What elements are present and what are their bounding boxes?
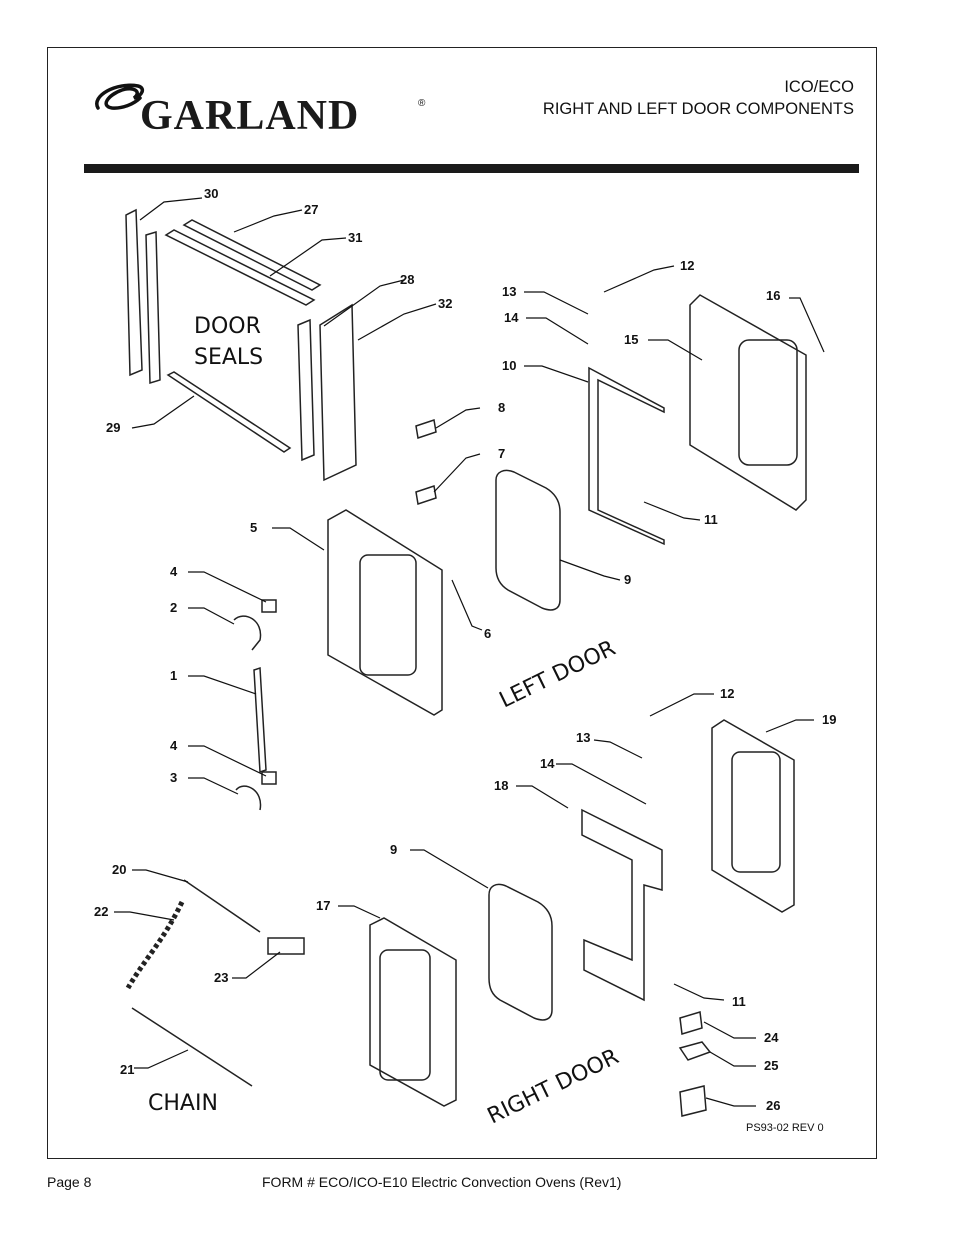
callout-20: 20	[112, 862, 126, 877]
chain-label: CHAIN	[148, 1091, 218, 1116]
callout-14: 14	[540, 756, 555, 771]
part-7	[415, 485, 437, 505]
callout-11: 11	[732, 994, 746, 1009]
part-23	[267, 937, 305, 955]
seal-part-29	[166, 371, 292, 453]
part-19-frame	[711, 719, 795, 913]
callout-13: 13	[576, 730, 590, 745]
revision-code: PS93-02 REV 0	[746, 1122, 824, 1134]
part-15-window	[738, 339, 798, 466]
part-19-window	[731, 751, 781, 873]
callout-4: 4	[170, 564, 178, 579]
seal-part-31	[164, 229, 316, 306]
seal-part-32	[319, 303, 357, 482]
seal-part-28	[297, 318, 315, 462]
seal-part-tube	[145, 231, 161, 384]
callout-30: 30	[204, 186, 218, 201]
callout-10: 10	[502, 358, 516, 373]
exploded-parts-diagram: DOOR SEALS LEFT DOOR RIGHT DOOR CHAIN 30…	[94, 186, 836, 1129]
part-3	[235, 785, 262, 811]
callout-21: 21	[120, 1062, 134, 1077]
page-border	[47, 47, 877, 1159]
callout-32: 32	[438, 296, 452, 311]
callout-8: 8	[498, 400, 505, 415]
callout-19: 19	[822, 712, 836, 727]
callout-12: 12	[720, 686, 734, 701]
callout-23: 23	[214, 970, 228, 985]
callout-5: 5	[250, 520, 257, 535]
header-title-line2: RIGHT AND LEFT DOOR COMPONENTS	[542, 100, 854, 118]
part-9-glass	[495, 469, 561, 611]
part-22-chain	[125, 900, 185, 990]
registered-mark: ®	[418, 98, 426, 109]
callout-26: 26	[766, 1098, 780, 1113]
callout-1: 1	[170, 668, 177, 683]
callout-25: 25	[764, 1058, 778, 1073]
part-5-window	[359, 554, 417, 676]
callout-18: 18	[494, 778, 508, 793]
callout-15: 15	[624, 332, 638, 347]
header-title-line1: ICO/ECO	[784, 78, 854, 96]
part-20-rod	[183, 879, 261, 933]
callout-6: 6	[484, 626, 491, 641]
part-21-rod	[131, 1007, 253, 1087]
callout-16: 16	[766, 288, 780, 303]
callout-9: 9	[390, 842, 397, 857]
part-8	[415, 419, 437, 439]
callout-13: 13	[502, 284, 516, 299]
part-4-top	[261, 599, 277, 613]
callout-28: 28	[400, 272, 414, 287]
seal-part-27	[182, 219, 322, 291]
garland-swoosh-icon	[95, 83, 145, 110]
part-17-door	[369, 917, 457, 1107]
callout-9: 9	[624, 572, 631, 587]
part-4-bottom	[261, 771, 277, 785]
part-26	[679, 1085, 707, 1117]
callout-11: 11	[704, 512, 718, 527]
callout-14: 14	[504, 310, 519, 325]
door-seals-label-line2: SEALS	[194, 345, 263, 370]
callout-27: 27	[304, 202, 318, 217]
part-2	[233, 615, 262, 651]
callout-24: 24	[764, 1030, 779, 1045]
callout-29: 29	[106, 420, 120, 435]
part-15-frame	[689, 294, 807, 511]
page-number: Page 8	[47, 1174, 92, 1190]
callout-2: 2	[170, 600, 177, 615]
part-10-bracket	[588, 366, 665, 546]
part-17-window	[379, 949, 431, 1081]
seal-part-30	[125, 208, 143, 377]
header-rule	[84, 164, 859, 173]
part-25	[678, 1041, 712, 1061]
right-door-label: RIGHT DOOR	[484, 1044, 623, 1129]
callout-22: 22	[94, 904, 108, 919]
brand-logo: GARLAND	[140, 93, 360, 139]
callout-3: 3	[170, 770, 177, 785]
callout-12: 12	[680, 258, 694, 273]
part-9-glass-right	[488, 883, 553, 1021]
part-24	[679, 1011, 703, 1035]
callout-4: 4	[170, 738, 178, 753]
form-title: FORM # ECO/ICO-E10 Electric Convection O…	[262, 1174, 622, 1190]
left-door-label: LEFT DOOR	[496, 636, 620, 714]
door-seals-label-line1: DOOR	[194, 314, 261, 339]
callout-7: 7	[498, 446, 505, 461]
part-18-bracket	[581, 808, 663, 1002]
part-1-rod	[253, 666, 267, 774]
part-5-door	[327, 509, 443, 716]
callout-17: 17	[316, 898, 330, 913]
callout-31: 31	[348, 230, 362, 245]
